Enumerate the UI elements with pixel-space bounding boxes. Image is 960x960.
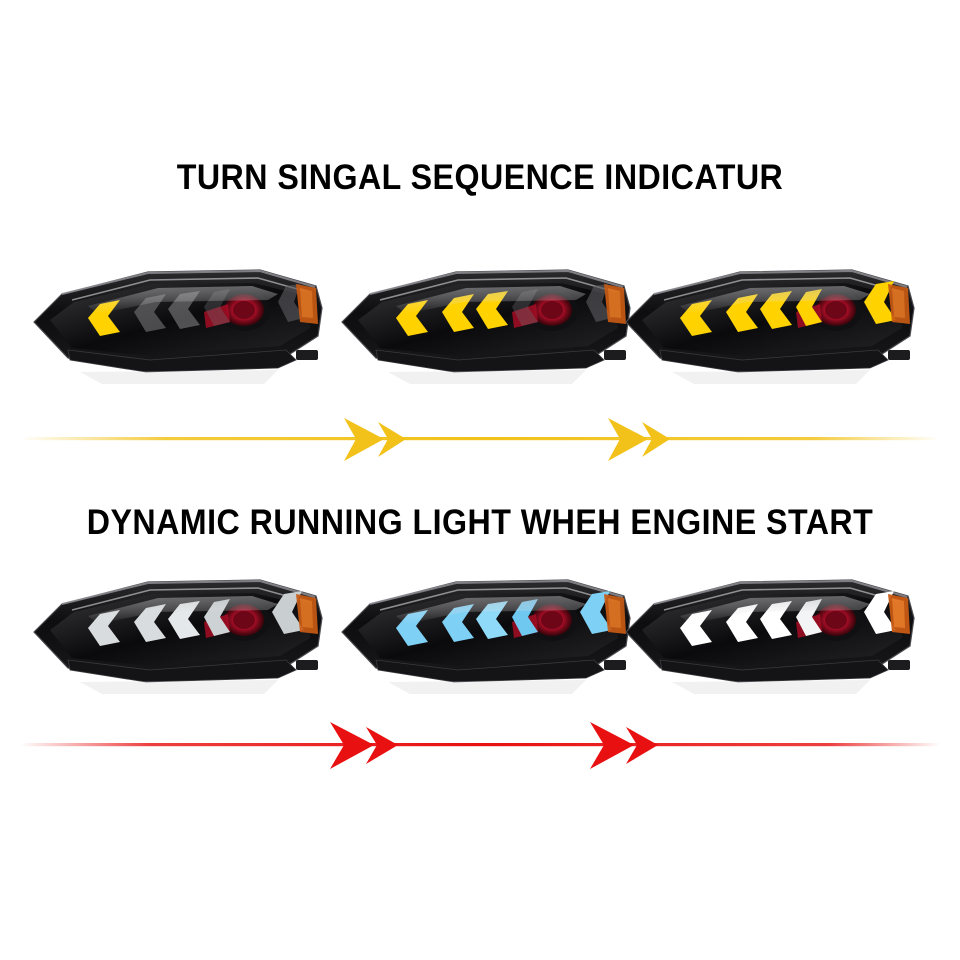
divider-arrow-icon xyxy=(20,722,940,769)
divider-arrow-icon xyxy=(20,418,940,461)
turn-signal-frame-3 xyxy=(620,250,920,390)
headlight-illustration xyxy=(341,579,631,694)
headlight-illustration xyxy=(33,269,323,384)
turn-signal-frame-2 xyxy=(336,250,636,390)
headlight-illustration xyxy=(341,269,631,384)
turn-signal-section-title: TURN SINGAL SEQUENCE INDICATUR xyxy=(176,158,784,197)
headlight-illustration xyxy=(33,579,323,694)
turn-signal-frame-1 xyxy=(28,250,328,390)
headlight-illustration xyxy=(625,269,915,384)
drl-frame-1 xyxy=(28,560,328,700)
drl-section-title: DYNAMIC RUNNING LIGHT WHEH ENGINE START xyxy=(86,503,874,542)
drl-frame-2 xyxy=(336,560,636,700)
drl-frame-row xyxy=(0,560,960,700)
sequence-arrow-divider-red xyxy=(0,718,960,772)
headlight-illustration xyxy=(625,579,915,694)
drl-frame-3 xyxy=(620,560,920,700)
sequence-arrow-divider-yellow xyxy=(0,412,960,466)
turn-signal-frame-row xyxy=(0,250,960,390)
